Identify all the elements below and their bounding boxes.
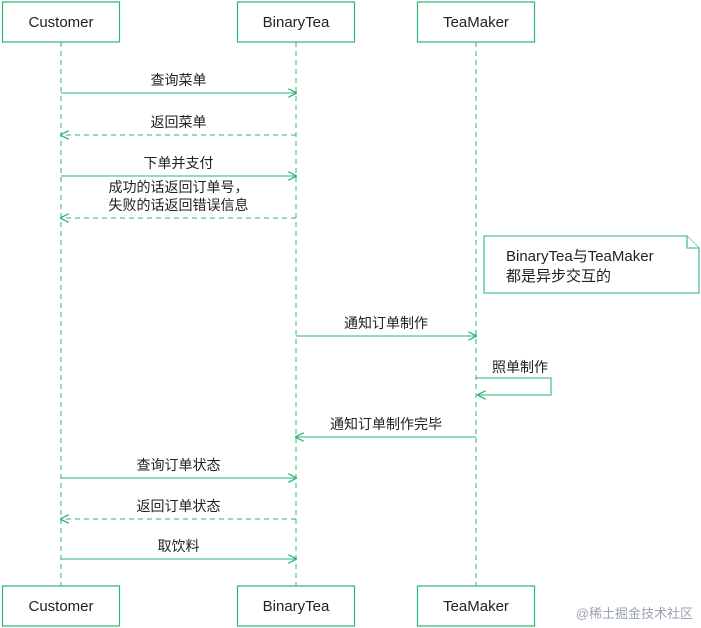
actor-teamaker-bottom: TeaMaker — [416, 585, 536, 627]
message-label: 照单制作 — [492, 359, 548, 375]
message-5: 通知订单制作 — [296, 315, 476, 336]
message-2: 返回菜单 — [61, 114, 296, 135]
actor-teamaker-top: TeaMaker — [416, 1, 536, 43]
message-4: 成功的话返回订单号， 失败的话返回错误信息 — [61, 179, 296, 218]
note: BinaryTea与TeaMaker 都是异步交互的 — [483, 235, 700, 294]
actor-customer-bottom: Customer — [1, 585, 121, 627]
watermark: @稀土掘金技术社区 — [575, 606, 693, 621]
note-text-line: BinaryTea与TeaMaker — [506, 248, 654, 265]
actor-label: Customer — [28, 14, 93, 31]
message-8: 查询订单状态 — [61, 457, 296, 478]
message-label: 通知订单制作 — [344, 315, 428, 331]
message-7: 通知订单制作完毕 — [296, 416, 476, 437]
message-label: 查询订单状态 — [137, 457, 221, 473]
message-label: 成功的话返回订单号， — [109, 179, 249, 195]
actor-label: TeaMaker — [443, 14, 509, 31]
note-box — [483, 235, 700, 294]
actor-box — [416, 1, 536, 43]
message-label: 失败的话返回错误信息 — [109, 197, 249, 213]
actor-binarytea-bottom: BinaryTea — [236, 585, 356, 627]
actor-customer-top: Customer — [1, 1, 121, 43]
actor-label: BinaryTea — [263, 598, 330, 615]
actor-box — [236, 585, 356, 627]
message-1: 查询菜单 — [61, 72, 296, 93]
message-label: 取饮料 — [158, 538, 200, 554]
actor-label: BinaryTea — [263, 14, 330, 31]
note-text-line: 都是异步交互的 — [506, 267, 611, 285]
message-label: 返回菜单 — [151, 114, 207, 130]
actor-box — [1, 585, 121, 627]
message-3: 下单并支付 — [61, 155, 296, 176]
actor-binarytea-top: BinaryTea — [236, 1, 356, 43]
actor-label: Customer — [28, 598, 93, 615]
message-label: 通知订单制作完毕 — [330, 416, 442, 432]
note-fold-corner — [686, 236, 699, 249]
message-9: 返回订单状态 — [61, 498, 296, 519]
message-label: 查询菜单 — [151, 72, 207, 88]
actor-label: TeaMaker — [443, 598, 509, 615]
message-6: 照单制作 — [476, 359, 552, 395]
actor-box — [416, 585, 536, 627]
actor-box — [1, 1, 121, 43]
actor-box — [236, 1, 356, 43]
message-10: 取饮料 — [61, 538, 296, 559]
message-label: 返回订单状态 — [137, 498, 221, 514]
message-label: 下单并支付 — [144, 155, 214, 171]
self-message-arrow — [476, 377, 552, 395]
